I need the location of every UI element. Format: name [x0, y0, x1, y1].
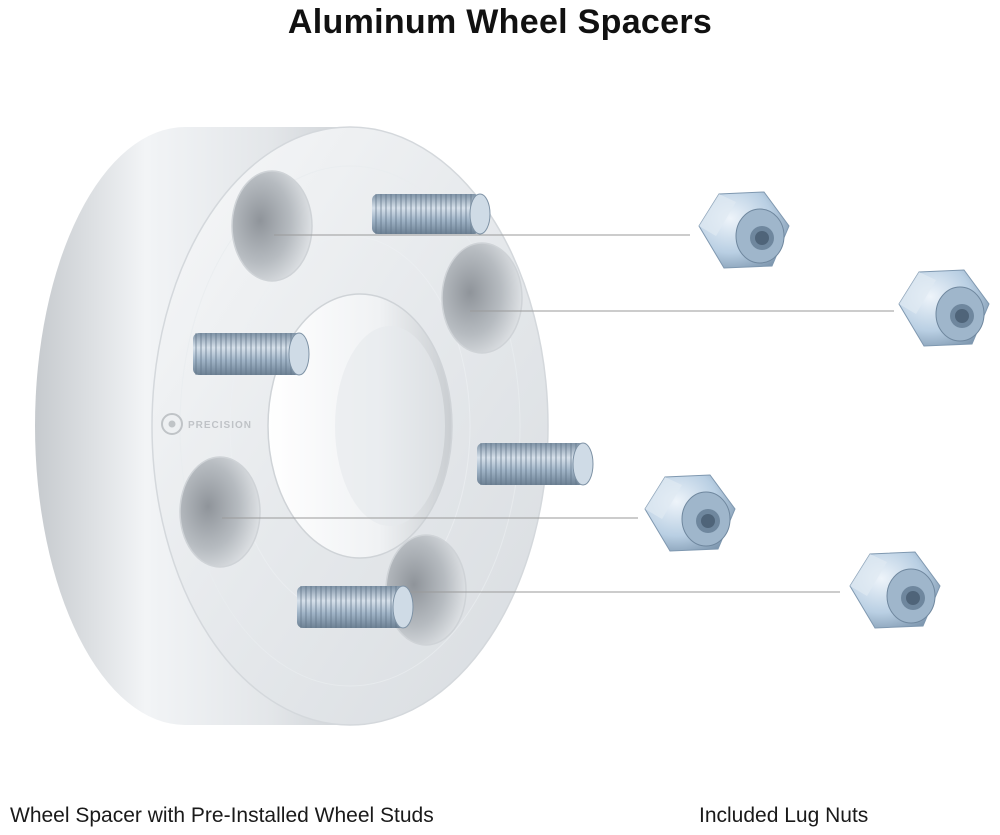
spacer-caption: Wheel Spacer with Pre-Installed Wheel St…	[10, 804, 434, 827]
wheel-stud	[297, 585, 414, 629]
svg-text:PRECISION: PRECISION	[188, 420, 252, 431]
wheel-spacer: PRECISION	[35, 126, 549, 726]
lug-nut	[698, 191, 790, 269]
wheel-stud	[372, 193, 491, 235]
lug-nut	[849, 551, 941, 629]
page-title: Aluminum Wheel Spacers	[287, 3, 713, 41]
wheel-stud	[193, 332, 310, 376]
spacer-hole	[179, 456, 261, 568]
leader-lines	[222, 234, 894, 593]
lug-nut	[644, 474, 736, 552]
lug-nuts-caption: Included Lug Nuts	[699, 804, 869, 827]
lug-nut	[898, 269, 990, 347]
wheel-stud	[477, 442, 594, 486]
spacer-hole	[231, 170, 313, 282]
precision-logo: PRECISION	[161, 413, 252, 435]
spacer-hole	[441, 242, 523, 354]
